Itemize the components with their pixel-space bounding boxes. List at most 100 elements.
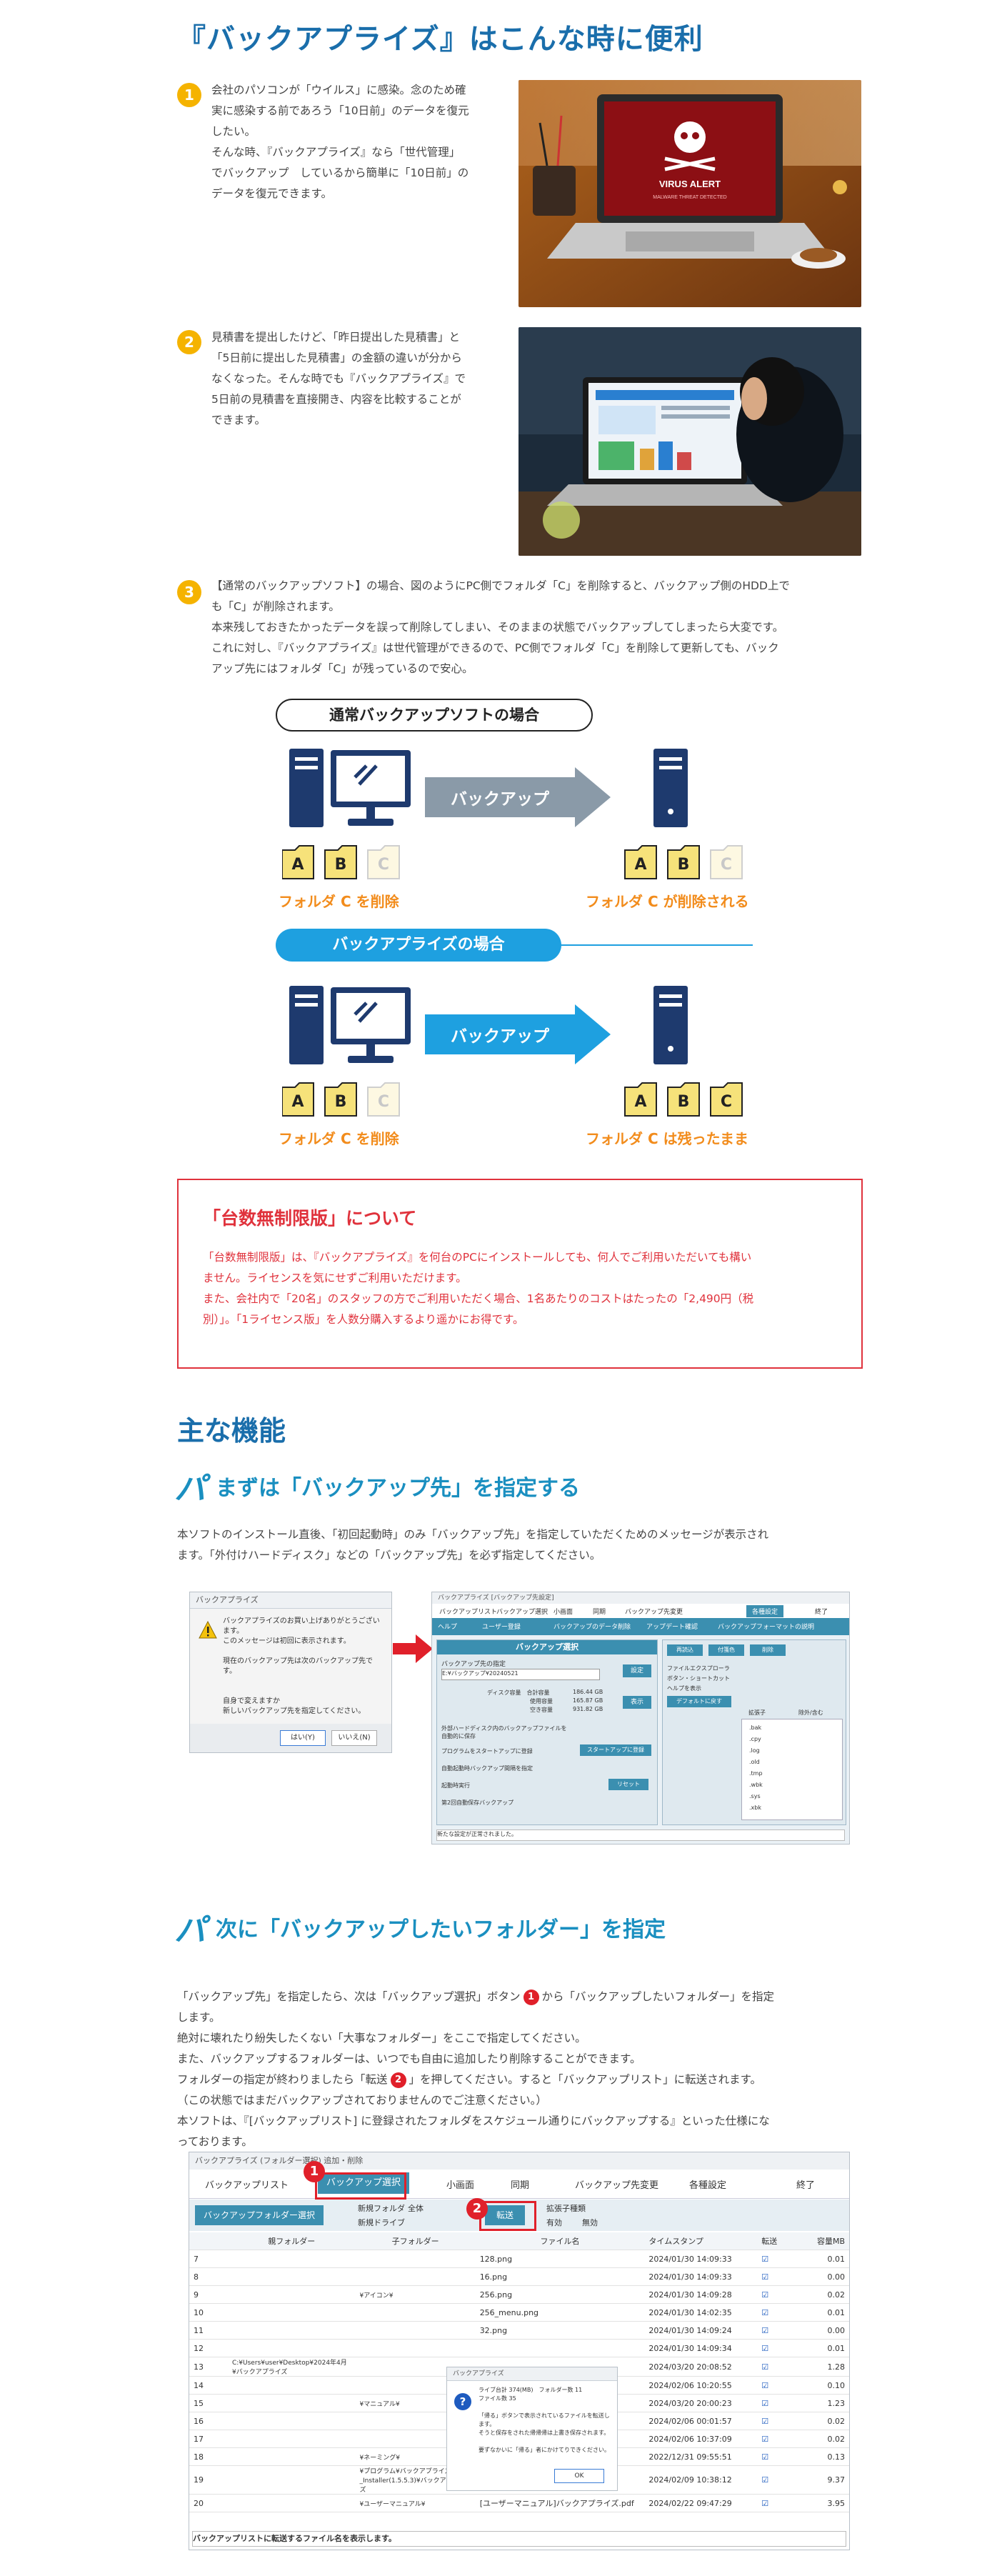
tab-settings[interactable]: 各種設定 xyxy=(689,2180,727,2191)
format-help-button[interactable]: バックアップフォーマットの説明 xyxy=(718,1624,815,1631)
ext-row-0: .bak xyxy=(749,1724,762,1731)
ok-button[interactable]: OK xyxy=(554,2469,604,2483)
checkbox-icon[interactable]: ☑ xyxy=(761,2307,769,2317)
row-transfer-check[interactable]: ☑ xyxy=(757,2267,796,2286)
row-transfer-check[interactable]: ☑ xyxy=(757,2357,796,2377)
checkbox-icon[interactable]: ☑ xyxy=(761,2398,769,2408)
row-number: 11 xyxy=(189,2321,228,2340)
tab-backup-list[interactable]: バックアップリスト xyxy=(205,2180,289,2191)
yes-button[interactable]: はい(Y) xyxy=(280,1730,326,1746)
set-button[interactable]: 設定 xyxy=(623,1664,651,1677)
row-transfer-check[interactable]: ☑ xyxy=(757,2494,796,2512)
folder-a: A xyxy=(634,856,647,874)
check-new-folder[interactable]: 新規フォルダ xyxy=(358,2204,405,2213)
row-transfer-check[interactable]: ☑ xyxy=(757,2430,796,2448)
reset-button[interactable]: リセット xyxy=(608,1779,648,1790)
row-number: 16 xyxy=(189,2412,228,2430)
checkbox-icon[interactable]: ☑ xyxy=(761,2362,769,2372)
tab-sync[interactable]: 同期 xyxy=(593,1609,606,1616)
reload-button[interactable]: 再読込 xyxy=(667,1644,703,1656)
tab-sync[interactable]: 同期 xyxy=(511,2180,530,2191)
tab-backup-select[interactable]: バックアップ選択 xyxy=(318,2172,410,2194)
row-transfer-check[interactable]: ☑ xyxy=(757,2285,796,2304)
feature2-text-d: 」を押してください。すると「バックアップリスト」に転送されます。 （この状態では… xyxy=(177,2073,770,2148)
tab-exit[interactable]: 終了 xyxy=(815,1609,828,1616)
row-transfer-check[interactable]: ☑ xyxy=(757,2321,796,2340)
folder-a: A xyxy=(291,856,304,874)
first-run-dialog: バックアプライズ バックアプライズのお買い上げありがとうございます。 このメッセ… xyxy=(189,1592,392,1753)
prize-backup-title: バックアプライズの場合 xyxy=(276,929,561,962)
row-transfer-check[interactable]: ☑ xyxy=(757,2303,796,2322)
step-2: 外部ハードディスク内のバックアップファイルを自動的に保存 xyxy=(441,1725,567,1739)
col-header: 転送 xyxy=(757,2232,796,2250)
tab-exit[interactable]: 終了 xyxy=(796,2180,816,2191)
row-size: 1.23 xyxy=(796,2394,849,2412)
row-file: 32.png xyxy=(475,2321,645,2340)
transfer-button[interactable]: 転送 xyxy=(485,2205,526,2225)
destination-path[interactable]: E:¥バックアップ¥20240521 xyxy=(441,1669,600,1680)
step-6: 第2回自動保存バックアップ xyxy=(441,1799,514,1806)
row-transfer-check[interactable]: ☑ xyxy=(757,2250,796,2268)
check-new-drive[interactable]: 新規ドライブ xyxy=(358,2218,405,2227)
ext-disabled[interactable]: 無効 xyxy=(582,2218,598,2227)
tab-mini[interactable]: 小画面 xyxy=(553,1609,573,1616)
delete-button[interactable]: 削除 xyxy=(750,1644,786,1656)
tab-destination[interactable]: バックアップ先変更 xyxy=(625,1609,683,1616)
help-button[interactable]: ヘルプ xyxy=(438,1624,458,1631)
ext-enabled[interactable]: 有効 xyxy=(546,2218,562,2227)
select-status-bar: バックアップリストに転送するファイル名を表示します。 xyxy=(192,2531,846,2547)
checkbox-icon[interactable]: ☑ xyxy=(761,2434,769,2444)
tab-destination[interactable]: バックアップ先変更 xyxy=(575,2180,659,2191)
feature2-text-b: から「バックアップしたいフォルダー」を指定 します。 xyxy=(177,1990,775,2024)
highlight-select-tab xyxy=(315,2172,406,2200)
folder-b: B xyxy=(677,856,690,874)
check-explorer[interactable]: ファイルエクスプローラ xyxy=(667,1665,730,1672)
row-transfer-check[interactable]: ☑ xyxy=(757,2376,796,2395)
notice-title: 「台数無制限版」について xyxy=(203,1208,417,1229)
sticky-color-button[interactable]: 付箋色 xyxy=(708,1644,744,1656)
checkbox-icon[interactable]: ☑ xyxy=(761,2290,769,2300)
row-transfer-check[interactable]: ☑ xyxy=(757,2412,796,2430)
row-transfer-check[interactable]: ☑ xyxy=(757,2465,796,2495)
select-folder-button[interactable]: バックアップフォルダー選択 xyxy=(195,2205,324,2225)
default-button[interactable]: デフォルトに戻す xyxy=(667,1696,731,1707)
check-help[interactable]: ヘルプを表示 xyxy=(667,1685,701,1692)
check-all[interactable]: 全体 xyxy=(408,2204,424,2213)
delete-data-button[interactable]: バックアップのデータ削除 xyxy=(553,1624,631,1631)
row-transfer-check[interactable]: ☑ xyxy=(757,2339,796,2357)
checkbox-icon[interactable]: ☑ xyxy=(761,2272,769,2282)
startup-button[interactable]: スタートアップに登録 xyxy=(580,1744,651,1756)
row-file xyxy=(475,2339,645,2357)
no-button[interactable]: いいえ(N) xyxy=(331,1730,377,1746)
check-shortcut[interactable]: ボタン・ショートカット xyxy=(667,1675,730,1682)
tab-backup-list[interactable]: バックアップリスト xyxy=(439,1609,498,1616)
row-transfer-check[interactable]: ☑ xyxy=(757,2394,796,2412)
checkbox-icon[interactable]: ☑ xyxy=(761,2475,769,2485)
show-button[interactable]: 表示 xyxy=(623,1696,651,1709)
checkbox-icon[interactable]: ☑ xyxy=(761,2325,769,2335)
row-timestamp: 2024/03/20 20:00:23 xyxy=(644,2394,758,2412)
checkbox-icon[interactable]: ☑ xyxy=(761,2498,769,2508)
row-timestamp: 2024/02/06 10:20:55 xyxy=(644,2376,758,2395)
row-transfer-check[interactable]: ☑ xyxy=(757,2447,796,2466)
tab-mini[interactable]: 小画面 xyxy=(446,2180,475,2191)
tab-settings[interactable]: 各種設定 xyxy=(746,1605,784,1617)
backup-destination-window: バックアプライズ [バックアップ先設定] バックアップリスト バックアップ選択 … xyxy=(431,1592,850,1844)
tab-backup-select[interactable]: バックアップ選択 xyxy=(496,1609,548,1616)
row-number: 12 xyxy=(189,2339,228,2357)
checkbox-icon[interactable]: ☑ xyxy=(761,2452,769,2462)
checkbox-icon[interactable]: ☑ xyxy=(761,2343,769,2353)
checkbox-icon[interactable]: ☑ xyxy=(761,2416,769,2426)
checkbox-icon[interactable]: ☑ xyxy=(761,2254,769,2264)
checkbox-icon[interactable]: ☑ xyxy=(761,2380,769,2390)
selection-panel: バックアップ選択 バックアップ先の指定 E:¥バックアップ¥20240521 設… xyxy=(436,1639,658,1825)
register-button[interactable]: ユーザー登録 xyxy=(482,1624,521,1631)
update-button[interactable]: アップデート確認 xyxy=(646,1624,698,1631)
